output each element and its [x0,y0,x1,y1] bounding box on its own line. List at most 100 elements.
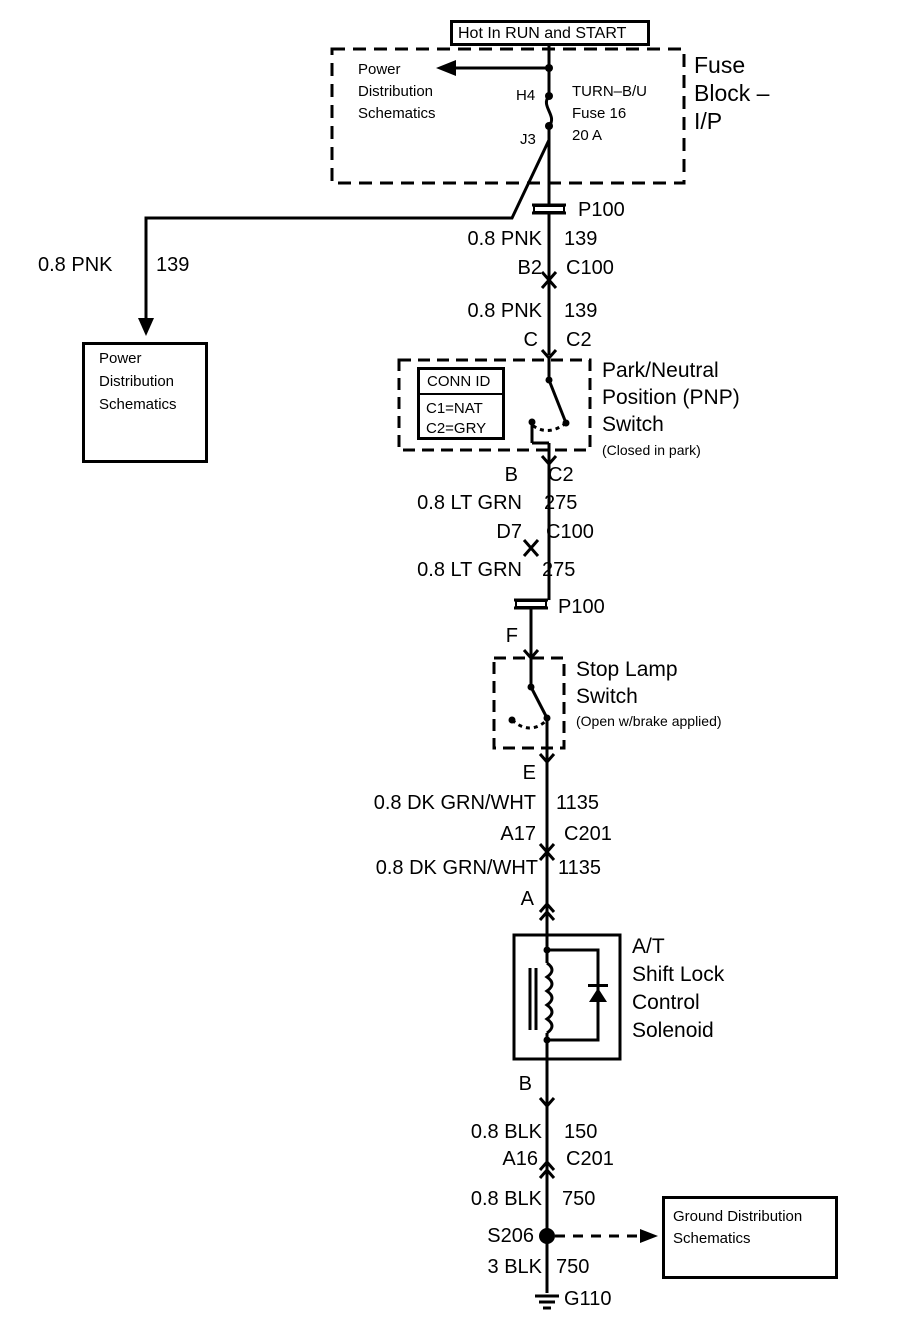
stop-dot-1 [527,683,535,691]
pnp-in-pin-label: C [523,329,538,351]
fuse-16-element [544,94,554,128]
ground-distribution-box: Ground Distribution Schematics [662,1196,838,1279]
fuse-pin-h4: H4 [516,87,536,104]
solenoid-coil [544,961,554,1035]
conn-id-title: CONN ID [427,373,491,390]
w2-circuit-label: 139 [564,300,598,322]
c201b-pin-label: A16 [502,1148,538,1170]
pnp-title-2: Position (PNP) [602,386,740,409]
w9-circuit-label: 750 [556,1256,590,1278]
fuse-name: TURN–B/U [572,83,648,100]
c100b-symbol-lower [522,545,540,557]
left-branch-arrow-head [138,318,154,336]
sol-out-connector [538,1097,556,1109]
c100b-pin-label: D7 [496,521,522,543]
pnp-out-conn-label: C2 [548,464,574,486]
p100-top-label: P100 [578,199,625,221]
diode-loop [547,948,600,1042]
w4-circuit-label: 275 [542,559,576,581]
ground-box-label-1: Ground Distribution [673,1208,803,1225]
stop-out-pin-label: E [522,762,536,784]
w9-wire-label: 3 BLK [487,1256,542,1278]
left-branch-wire [144,139,551,325]
c201b-conn-label: C201 [566,1148,614,1170]
left-pds-label-2: Distribution [99,373,175,390]
s206-splice-dot [539,1228,555,1244]
w3-wire-label: 0.8 LT GRN [417,492,522,514]
stop-in-pin-label: F [505,625,518,647]
fuse-pds-label-2: Distribution [358,83,434,100]
solenoid-title-2: Shift Lock [632,963,725,986]
solenoid-box [512,933,622,1061]
pnp-dot-2 [562,419,570,427]
p100-top-housing [533,205,565,213]
pnp-actuator [531,421,567,432]
c100-symbol-lower [540,277,558,289]
fuse-number: Fuse 16 [572,105,627,122]
stop-lamp-title-2: Switch [576,685,638,708]
fuse-block-boundary [330,47,686,185]
c201-conn-label: C201 [564,823,612,845]
c100-conn-label: C100 [566,257,614,279]
stop-dot-2 [543,714,551,722]
sol-in-connector [538,901,556,913]
pnp-dot-1 [545,376,553,384]
stop-lamp-title-1: Stop Lamp [576,658,678,681]
sol-dot-bottom [543,1036,551,1044]
fuse-top-dot [545,64,553,72]
conn-id-box: CONN ID C1=NAT C2=GRY [417,367,505,440]
pnp-dot-3 [528,418,536,426]
left-branch-wire-label: 0.8 PNK [38,254,113,276]
fuse-block-title-2: Block – [694,80,770,106]
left-pds-label-3: Schematics [99,396,177,413]
pds-arrow-head [436,60,456,76]
pnp-out-pin-label: B [504,464,518,486]
solenoid-title-3: Control [632,991,700,1014]
diode-bar [588,984,608,987]
w6-wire-label: 0.8 DK GRN/WHT [375,857,538,879]
stop-lamp-note: (Open w/brake applied) [576,713,722,729]
left-pds-box: Power Distribution Schematics [82,342,208,463]
w1-wire-label: 0.8 PNK [467,228,542,250]
ground-label: G110 [564,1288,612,1310]
fuse-rating: 20 A [572,127,603,144]
fuse-pds-label-1: Power [358,61,401,78]
fuse-block-title-3: I/P [694,108,723,134]
conn-id-c2: C2=GRY [426,420,487,437]
stop-lamp-boundary [492,656,566,750]
ground-box-label-2: Schematics [673,1230,751,1247]
ground-ref-arrow-head [640,1229,658,1243]
p100-bottom-housing [515,600,547,608]
fuse-block-title-1: Fuse [694,52,746,78]
sol-in-connector-2 [538,909,556,921]
pnp-out-connector [540,455,558,467]
conn-id-divider [420,393,502,395]
w8-wire-label: 0.8 BLK [470,1188,542,1210]
solenoid-title-4: Solenoid [632,1019,714,1042]
pnp-switch-boundary [397,358,592,452]
w2-wire-label: 0.8 PNK [467,300,542,322]
w1-circuit-label: 139 [564,228,598,250]
c201-symbol-lower [538,849,556,861]
pnp-in-conn-label: C2 [566,329,592,351]
w5-wire-label: 0.8 DK GRN/WHT [373,792,536,814]
c201-pin-label: A17 [500,823,536,845]
sol-dot-top [543,946,551,954]
stop-dot-3 [508,716,516,724]
w7-wire-label: 0.8 BLK [470,1121,542,1143]
w7-circuit-label: 150 [564,1121,598,1143]
pnp-title-1: Park/Neutral [602,359,719,382]
w4-wire-label: 0.8 LT GRN [417,559,522,581]
w8-circuit-label: 750 [562,1188,596,1210]
conn-id-c1: C1=NAT [426,400,483,417]
j3-dot [545,122,553,130]
w6-circuit-label: 1135 [558,857,602,879]
sol-in-pin-label: A [520,888,534,910]
stop-actuator [511,718,549,730]
left-branch-circuit-label: 139 [156,254,190,276]
solenoid-title-1: A/T [632,935,665,958]
c100-pin-label: B2 [517,257,542,279]
fuse-pin-j3: J3 [520,131,536,148]
stop-switch-blade [529,686,549,719]
w5-circuit-label: 1135 [556,792,600,814]
